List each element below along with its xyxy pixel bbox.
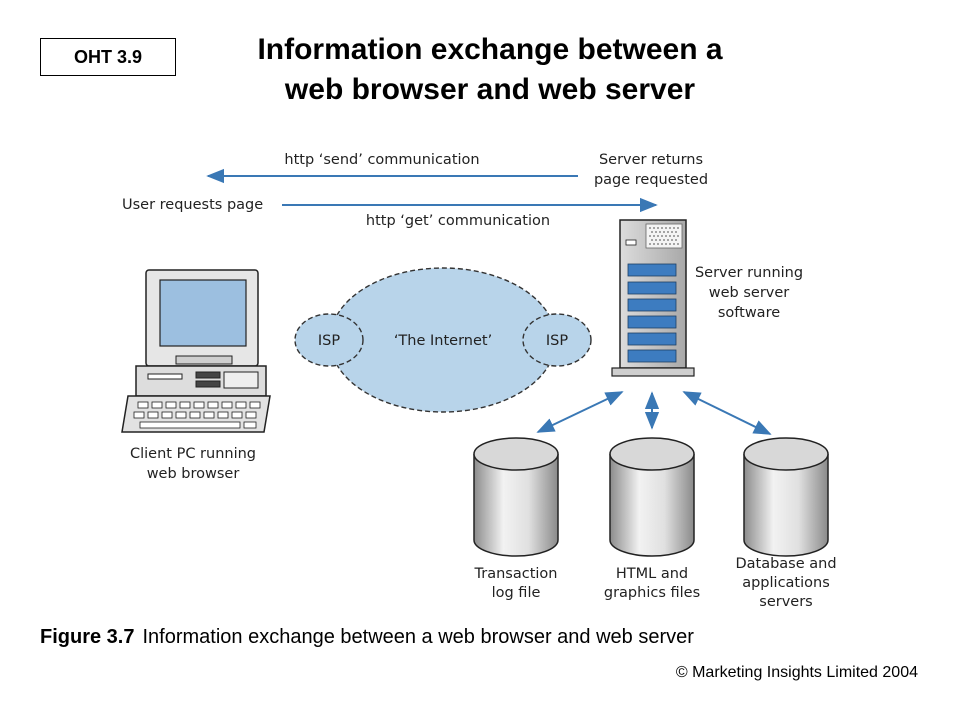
db2-label-line-2: graphics files <box>604 585 700 601</box>
isp-right-node <box>522 313 592 367</box>
slide-label: OHT 3.9 <box>73 46 143 67</box>
arrow-to-transaction-log <box>536 391 624 433</box>
figure-number: Figure 3.7 <box>40 626 135 648</box>
server-tower-icon <box>611 219 695 377</box>
db1-label-line-2: log file <box>492 585 541 601</box>
arrow-to-database-servers <box>682 391 772 435</box>
figure-caption-text: Information exchange between a web brows… <box>142 626 694 648</box>
slide-label-box: OHT 3.9 <box>40 38 176 76</box>
user-requests-label: User requests page <box>122 197 263 213</box>
slide-title-line-2: web browser and web server <box>284 73 696 106</box>
transaction-log-cylinder-icon <box>473 437 559 557</box>
html-files-cylinder-icon <box>609 437 695 557</box>
copyright-notice: © Marketing Insights Limited 2004 <box>675 664 918 681</box>
client-pc-icon <box>121 269 271 433</box>
slide-title-line-1: Information exchange between a <box>257 33 723 66</box>
db1-label-line-1: Transaction <box>474 566 558 582</box>
isp-right-label: ISP <box>546 333 568 349</box>
get-label: http ‘get’ communication <box>366 213 550 229</box>
client-label-line-2: web browser <box>147 466 240 482</box>
isp-left-node <box>294 313 364 367</box>
slide-title: Information exchange between a web brows… <box>190 30 790 110</box>
isp-left-label: ISP <box>318 333 340 349</box>
server-returns-line-2: page requested <box>594 172 708 188</box>
server-returns-line-1: Server returns <box>599 152 703 168</box>
server-label-line-3: software <box>718 305 780 321</box>
send-label: http ‘send’ communication <box>284 152 479 168</box>
internet-label: ‘The Internet’ <box>394 333 492 349</box>
server-label-line-1: Server running <box>695 265 803 281</box>
db3-label-line-2: applications <box>742 575 830 591</box>
db3-label-line-1: Database and <box>735 556 836 572</box>
server-label-line-2: web server <box>709 285 790 301</box>
db2-label-line-1: HTML and <box>616 566 688 582</box>
db3-label-line-3: servers <box>759 594 812 610</box>
database-servers-cylinder-icon <box>743 437 829 557</box>
client-label-line-1: Client PC running <box>130 446 256 462</box>
figure-caption: Figure 3.7 Information exchange between a… <box>40 626 694 649</box>
